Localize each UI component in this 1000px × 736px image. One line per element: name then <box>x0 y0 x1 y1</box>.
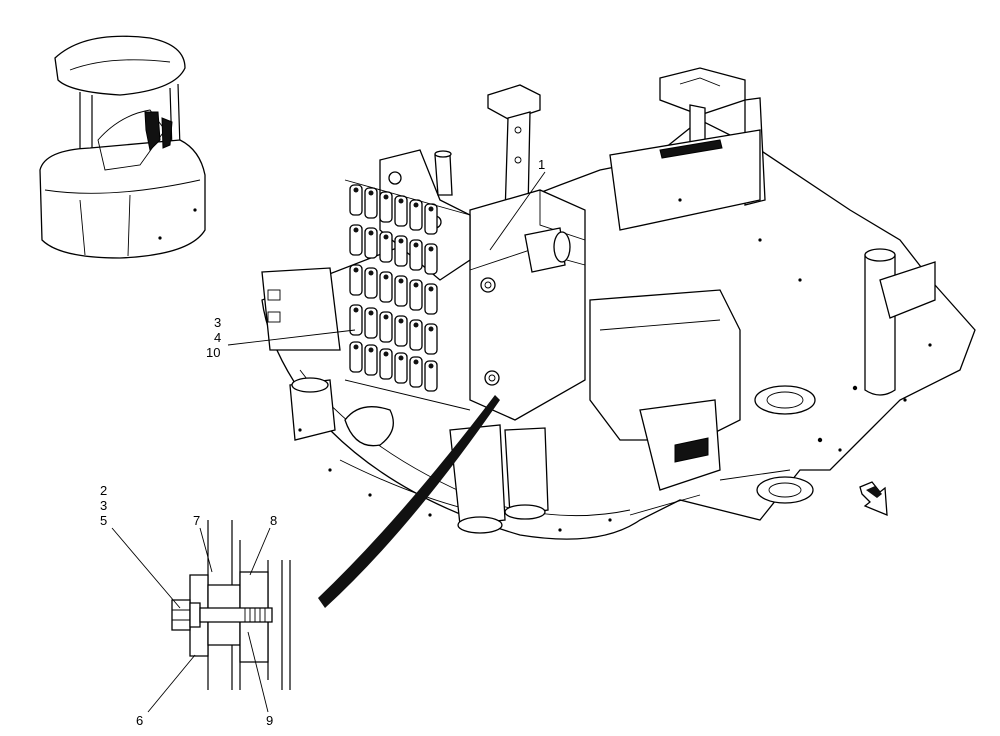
callout-10: 10 <box>206 345 221 360</box>
callout-7: 7 <box>193 513 201 528</box>
bolt-detail-inset <box>171 520 291 690</box>
callout-3: 3 <box>214 315 222 330</box>
callout-1: 1 <box>538 157 546 172</box>
leader-lines <box>111 171 546 713</box>
callout-6: 6 <box>136 713 144 728</box>
callout-9: 9 <box>266 713 274 728</box>
callout-2: 2 <box>100 483 108 498</box>
upper-frame <box>261 67 976 540</box>
callout-8: 8 <box>270 513 278 528</box>
detail-reference-arrow <box>318 395 500 608</box>
control-valve-assembly <box>344 149 586 421</box>
cab-overview-inset <box>39 35 206 259</box>
direction-arrow-icon <box>859 481 888 516</box>
callout-5: 5 <box>100 513 108 528</box>
callout-4: 4 <box>214 330 222 345</box>
callout-3-detail: 3 <box>100 498 108 513</box>
